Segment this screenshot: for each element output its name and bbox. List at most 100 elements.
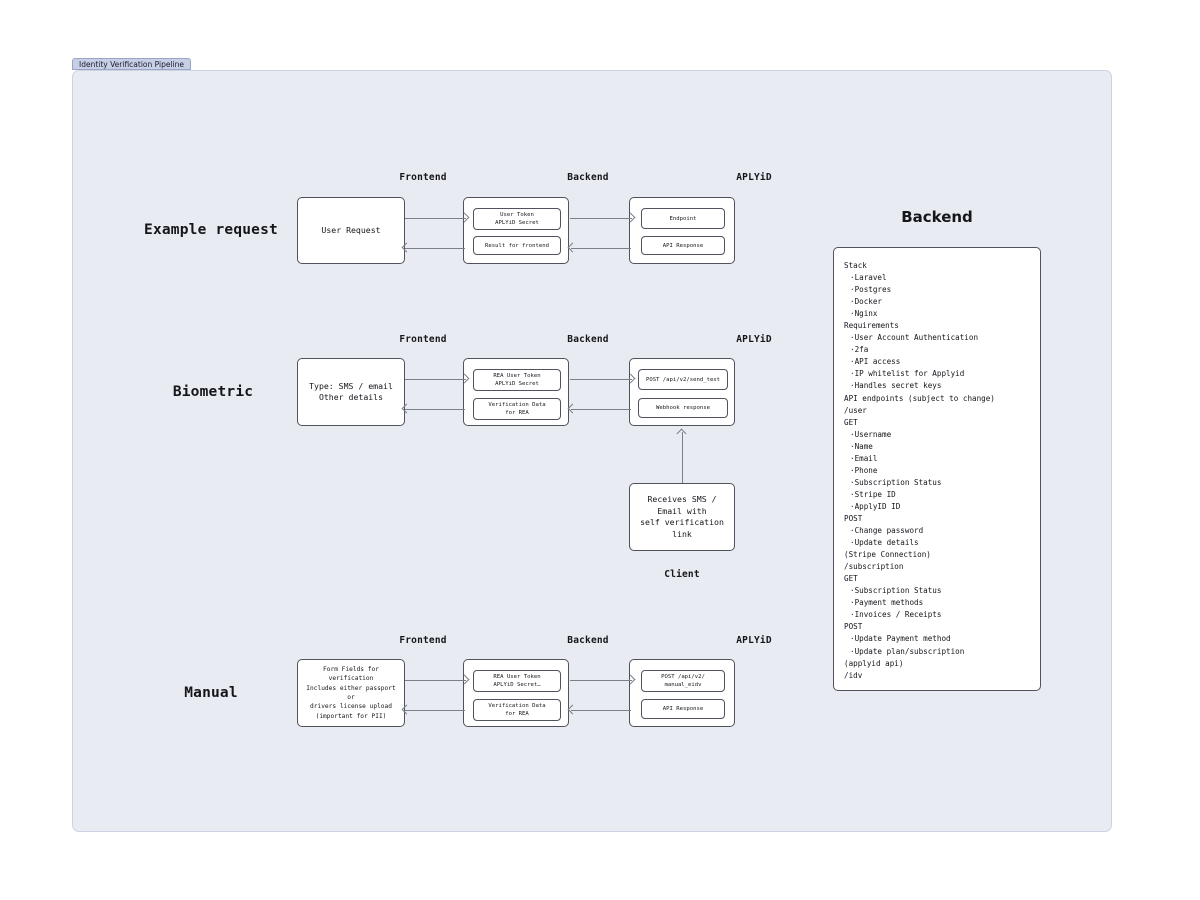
backend-panel-item: Nginx <box>844 308 1030 320</box>
backend-panel-item: Invoices / Receipts <box>844 609 1030 621</box>
row-2-arrow-backend-to-frontend <box>405 409 465 410</box>
row-1-aplyid-box-2[interactable]: API Response <box>641 236 725 255</box>
row-3-aplyid-group: POST /api/v2/ manual_eidv API Response <box>629 659 735 727</box>
row-1-backend-box-1[interactable]: User Token APLYiD Secret <box>473 208 561 230</box>
arrowhead-client-to-aplyid <box>678 430 687 439</box>
backend-panel-item: Username <box>844 429 1030 441</box>
backend-panel-item: Update plan/subscription <box>844 646 1030 658</box>
row-1-backend-box-2[interactable]: Result for frontend <box>473 236 561 255</box>
row-1-arrowhead-to-backend-return <box>569 244 578 253</box>
row-3-column-header-aplyid: APLYiD <box>736 635 772 646</box>
backend-panel-item: Phone <box>844 465 1030 477</box>
backend-panel-item: Handles secret keys <box>844 380 1030 392</box>
row-2-arrowhead-to-backend-return <box>569 405 578 414</box>
backend-panel-item: /subscription <box>844 562 904 572</box>
row-2-column-header-aplyid: APLYiD <box>736 334 772 345</box>
row-3-aplyid-box-2[interactable]: API Response <box>641 699 725 719</box>
row-1-arrowhead-to-aplyid <box>627 214 636 223</box>
row-1-aplyid-group: Endpoint API Response <box>629 197 735 264</box>
backend-panel-item: Change password <box>844 525 1030 537</box>
row-1-column-header-backend: Backend <box>567 172 609 183</box>
row-3-arrowhead-to-backend <box>461 676 470 685</box>
backend-panel-item: Stack <box>844 261 867 270</box>
backend-panel-item: /idv <box>844 670 863 680</box>
tab-label: Identity Verification Pipeline <box>79 60 185 69</box>
client-box-text: Receives SMS / Email with self verificat… <box>640 494 724 539</box>
tab-identity-verification-pipeline[interactable]: Identity Verification Pipeline <box>72 58 192 70</box>
backend-panel-item: Name <box>844 441 1030 453</box>
row-3-arrowhead-to-aplyid <box>627 676 636 685</box>
row-3-arrowhead-to-backend-return <box>569 706 578 715</box>
row-1-arrowhead-to-frontend <box>403 244 412 253</box>
backend-panel-item: (Stripe Connection) <box>844 550 931 560</box>
backend-panel-item: GET <box>844 417 858 427</box>
row-label-example-request: Example request <box>144 222 278 238</box>
row-1-arrow-backend-to-frontend <box>405 248 465 249</box>
backend-panel-item: (applyid api) <box>844 658 904 668</box>
row-3-arrow-aplyid-to-backend <box>571 710 631 711</box>
row-3-arrow-frontend-to-backend <box>405 680 466 681</box>
row-2-column-header-backend: Backend <box>567 334 609 345</box>
backend-panel: StackLaravelPostgresDockerNginxRequireme… <box>833 247 1041 691</box>
backend-panel-item: Subscription Status <box>844 585 1030 597</box>
row-3-aplyid-box-1[interactable]: POST /api/v2/ manual_eidv <box>641 670 725 692</box>
row-2-column-header-frontend: Frontend <box>399 334 447 345</box>
backend-panel-item: /user <box>844 405 867 415</box>
row-3-backend-box-2[interactable]: Verification Data for REA <box>473 699 561 721</box>
backend-panel-item: 2fa <box>844 344 1030 356</box>
row-2-frontend-box-text: Type: SMS / email Other details <box>309 380 393 403</box>
row-1-arrow-backend-to-aplyid <box>570 218 632 219</box>
row-2-arrow-backend-to-aplyid <box>570 379 632 380</box>
backend-panel-title: Backend <box>901 208 973 226</box>
row-label-biometric: Biometric <box>172 384 254 400</box>
row-2-frontend-box[interactable]: Type: SMS / email Other details <box>297 358 405 426</box>
row-1-column-header-frontend: Frontend <box>399 172 447 183</box>
backend-panel-item: Requirements <box>844 321 899 331</box>
row-2-arrowhead-to-aplyid <box>627 375 636 384</box>
row-2-arrow-frontend-to-backend <box>405 379 466 380</box>
row-2-aplyid-box-2[interactable]: Webhook response <box>638 398 728 418</box>
row-2-arrow-aplyid-to-backend <box>571 409 631 410</box>
row-2-aplyid-box-1[interactable]: POST /api/v2/send_text <box>638 369 728 390</box>
row-3-arrowhead-to-frontend <box>403 706 412 715</box>
client-box[interactable]: Receives SMS / Email with self verificat… <box>629 483 735 551</box>
row-3-column-header-backend: Backend <box>567 635 609 646</box>
backend-panel-item: API access <box>844 356 1030 368</box>
row-1-arrow-aplyid-to-backend <box>571 248 631 249</box>
row-2-backend-box-2[interactable]: Verification Data for REA <box>473 398 561 420</box>
row-2-aplyid-group: POST /api/v2/send_text Webhook response <box>629 358 735 426</box>
row-1-backend-group: User Token APLYiD Secret Result for fron… <box>463 197 569 264</box>
row-1-arrow-frontend-to-backend <box>405 218 466 219</box>
row-1-frontend-box[interactable]: User Request <box>297 197 405 264</box>
row-1-aplyid-box-1[interactable]: Endpoint <box>641 208 725 229</box>
backend-panel-item: Email <box>844 453 1030 465</box>
row-3-arrow-backend-to-aplyid <box>570 680 632 681</box>
row-3-backend-box-1[interactable]: REA User Token APLYiD Secret… <box>473 670 561 692</box>
arrow-aplyid-to-client <box>682 432 683 491</box>
row-2-backend-box-1[interactable]: REA User Token APLYiD Secret <box>473 369 561 391</box>
backend-panel-item: Postgres <box>844 284 1030 296</box>
backend-panel-item: POST <box>844 513 863 523</box>
row-3-frontend-box[interactable]: Form Fields for verification Includes ei… <box>297 659 405 727</box>
backend-panel-item: Payment methods <box>844 597 1030 609</box>
backend-panel-item: Update Payment method <box>844 633 1030 645</box>
backend-panel-item: IP whitelist for Applyid <box>844 368 1030 380</box>
backend-panel-item: POST <box>844 622 863 632</box>
row-3-frontend-box-text: Form Fields for verification Includes ei… <box>306 665 396 720</box>
row-2-backend-group: REA User Token APLYiD Secret Verificatio… <box>463 358 569 426</box>
backend-panel-item: ApplyID ID <box>844 501 1030 513</box>
client-label: Client <box>664 569 700 580</box>
row-1-frontend-box-text: User Request <box>321 224 381 235</box>
row-3-backend-group: REA User Token APLYiD Secret… Verificati… <box>463 659 569 727</box>
backend-panel-item: User Account Authentication <box>844 332 1030 344</box>
backend-panel-item: Update details <box>844 537 1030 549</box>
row-2-arrowhead-to-frontend <box>403 405 412 414</box>
backend-panel-item: API endpoints (subject to change) <box>844 393 995 403</box>
row-1-arrowhead-to-backend <box>461 214 470 223</box>
row-3-arrow-backend-to-frontend <box>405 710 465 711</box>
backend-panel-item: GET <box>844 574 858 584</box>
row-2-arrowhead-to-backend <box>461 375 470 384</box>
backend-panel-list: StackLaravelPostgresDockerNginxRequireme… <box>844 260 1030 682</box>
backend-panel-item: Stripe ID <box>844 489 1030 501</box>
